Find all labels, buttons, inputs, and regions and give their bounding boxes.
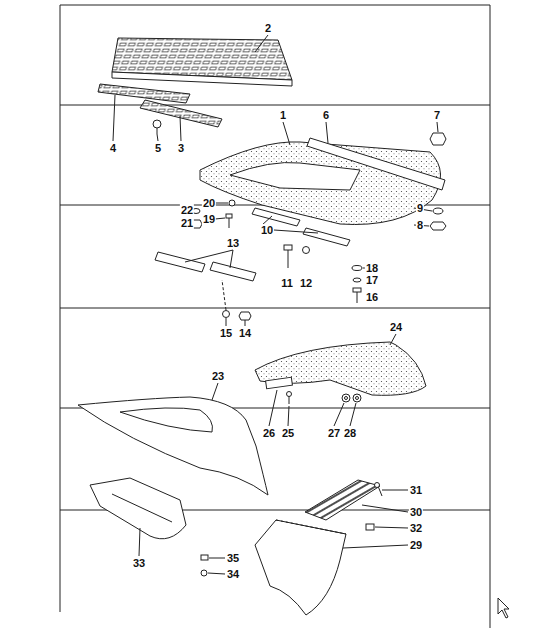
callout-number: 26 xyxy=(262,427,276,439)
callout-number: 34 xyxy=(226,568,240,580)
callout-number: 33 xyxy=(132,557,146,569)
callout-number: 12 xyxy=(299,277,313,289)
callout-number: 23 xyxy=(211,370,225,382)
callout-number: 16 xyxy=(365,291,379,303)
callout-number: 14 xyxy=(238,327,252,339)
callout-number: 18 xyxy=(365,262,379,274)
callout-number: 21 xyxy=(180,217,194,229)
callout-number: 32 xyxy=(409,522,423,534)
callout-number: 22 xyxy=(180,204,194,216)
callout-number: 35 xyxy=(226,552,240,564)
callout-number: 10 xyxy=(260,224,274,236)
callout-number: 9 xyxy=(416,202,424,214)
callout-number: 28 xyxy=(343,427,357,439)
callout-number: 15 xyxy=(219,327,233,339)
callout-number: 29 xyxy=(409,539,423,551)
callout-number: 7 xyxy=(433,109,441,121)
callout-number: 2 xyxy=(264,22,272,34)
callout-number: 8 xyxy=(416,219,424,231)
callout-number: 17 xyxy=(365,274,379,286)
callout-number: 13 xyxy=(226,237,240,249)
callout-number: 30 xyxy=(409,506,423,518)
callout-number: 27 xyxy=(327,427,341,439)
callout-number: 11 xyxy=(280,277,294,289)
callout-number: 31 xyxy=(409,484,423,496)
callout-number: 6 xyxy=(322,109,330,121)
callout-number: 3 xyxy=(177,142,185,154)
callout-number: 4 xyxy=(109,142,117,154)
callout-number: 25 xyxy=(281,427,295,439)
callout-number: 5 xyxy=(154,142,162,154)
callout-number: 19 xyxy=(202,213,216,225)
callout-number: 24 xyxy=(389,321,403,333)
callout-number: 1 xyxy=(279,109,287,121)
callout-number: 20 xyxy=(202,197,216,209)
